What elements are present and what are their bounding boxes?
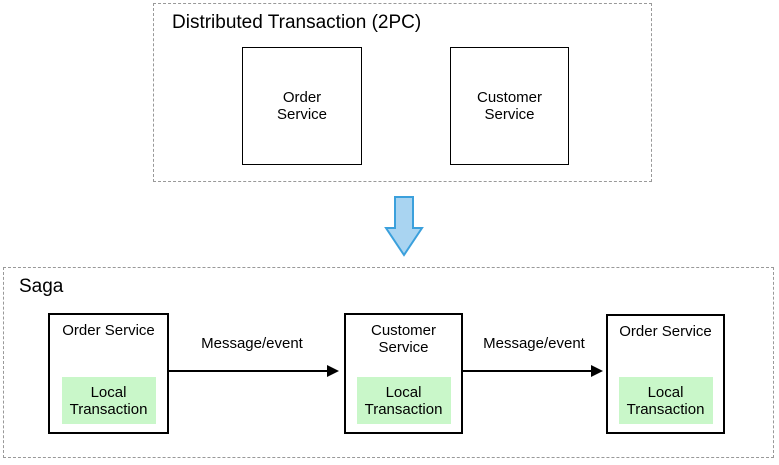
message-arrowhead-icon-2 [591, 365, 603, 377]
down-block-arrow-icon [384, 196, 424, 257]
2pc-order-service-label: Order Service [276, 89, 328, 123]
saga-group: Saga Order Service Local Transaction Mes… [3, 267, 774, 458]
local-transaction-box-2: Local Transaction [356, 377, 451, 424]
2pc-customer-service-box: Customer Service [450, 47, 569, 165]
message-arrow-line-1 [169, 370, 327, 372]
saga-service-label-1: Order Service [62, 322, 155, 339]
saga-order-service-box-2: Order Service Local Transaction [606, 314, 725, 434]
local-transaction-box-1: Local Transaction [61, 377, 156, 424]
distributed-transaction-group: Distributed Transaction (2PC) Order Serv… [153, 3, 652, 182]
saga-service-label-2: Customer Service [370, 322, 437, 356]
saga-service-label-3: Order Service [619, 323, 712, 340]
2pc-customer-service-label: Customer Service [476, 89, 543, 123]
message-arrowhead-icon-1 [327, 365, 339, 377]
2pc-order-service-box: Order Service [242, 47, 362, 165]
message-arrow-line-2 [463, 370, 591, 372]
saga-order-service-box-1: Order Service Local Transaction [48, 313, 169, 434]
saga-title: Saga [19, 276, 64, 297]
distributed-transaction-title: Distributed Transaction (2PC) [172, 12, 422, 33]
message-event-label-2: Message/event [483, 335, 585, 352]
message-event-label-1: Message/event [201, 335, 303, 352]
local-transaction-box-3: Local Transaction [618, 377, 713, 424]
saga-customer-service-box: Customer Service Local Transaction [344, 313, 463, 434]
